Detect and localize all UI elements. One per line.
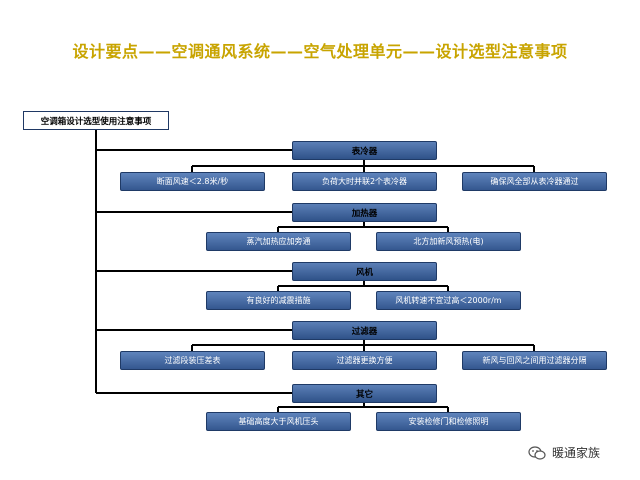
category-fan: 风机 — [292, 262, 437, 281]
leaf-node: 风机转速不宜过高＜2000r/m — [376, 291, 521, 310]
leaf-node: 负荷大时并联2个表冷器 — [292, 172, 437, 191]
leaf-node: 断面风速＜2.8米/秒 — [120, 172, 265, 191]
leaf-node: 安装检修门和检修照明 — [376, 412, 521, 431]
category-other: 其它 — [292, 384, 437, 403]
leaf-node: 确保风全部从表冷器通过 — [462, 172, 607, 191]
category-heater: 加热器 — [292, 203, 437, 222]
leaf-node: 过滤器更换方便 — [292, 351, 437, 370]
category-cooling-coil: 表冷器 — [292, 141, 437, 160]
root-node: 空调箱设计选型使用注意事项 — [23, 111, 169, 130]
leaf-node: 北方加新风预热(电) — [376, 232, 521, 251]
leaf-node: 过滤段装压差表 — [120, 351, 265, 370]
watermark: 暖通家族 — [528, 444, 600, 461]
leaf-node: 有良好的减震措施 — [206, 291, 351, 310]
leaf-node: 基础高度大于风机压头 — [206, 412, 351, 431]
diagram-title: 设计要点——空调通风系统——空气处理单元——设计选型注意事项 — [72, 42, 568, 61]
category-filter: 过滤器 — [292, 321, 437, 340]
wechat-icon — [528, 445, 546, 460]
watermark-text: 暖通家族 — [552, 446, 601, 460]
leaf-node: 新风与回风之间用过滤器分隔 — [462, 351, 607, 370]
leaf-node: 蒸汽加热应加旁通 — [206, 232, 351, 251]
